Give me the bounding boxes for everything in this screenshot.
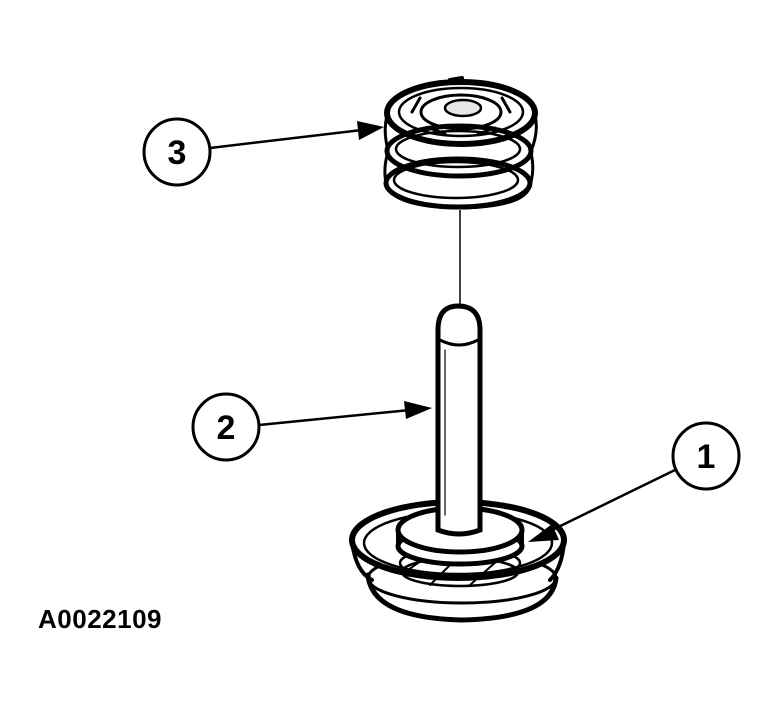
callout-3: 3 (142, 117, 384, 187)
part-3-spring (383, 76, 538, 210)
part-2-pin (435, 303, 483, 537)
callout-1-label: 1 (697, 438, 716, 476)
callout-1: 1 (528, 421, 741, 542)
callout-2-label: 2 (217, 409, 236, 447)
callout-2: 2 (191, 392, 432, 462)
callout-3-label: 3 (168, 134, 187, 172)
figure-id: A0022109 (38, 604, 162, 634)
callout-1-arrowhead (528, 524, 559, 542)
callout-3-arrowhead (357, 121, 384, 140)
callout-2-arrowhead (404, 401, 432, 419)
